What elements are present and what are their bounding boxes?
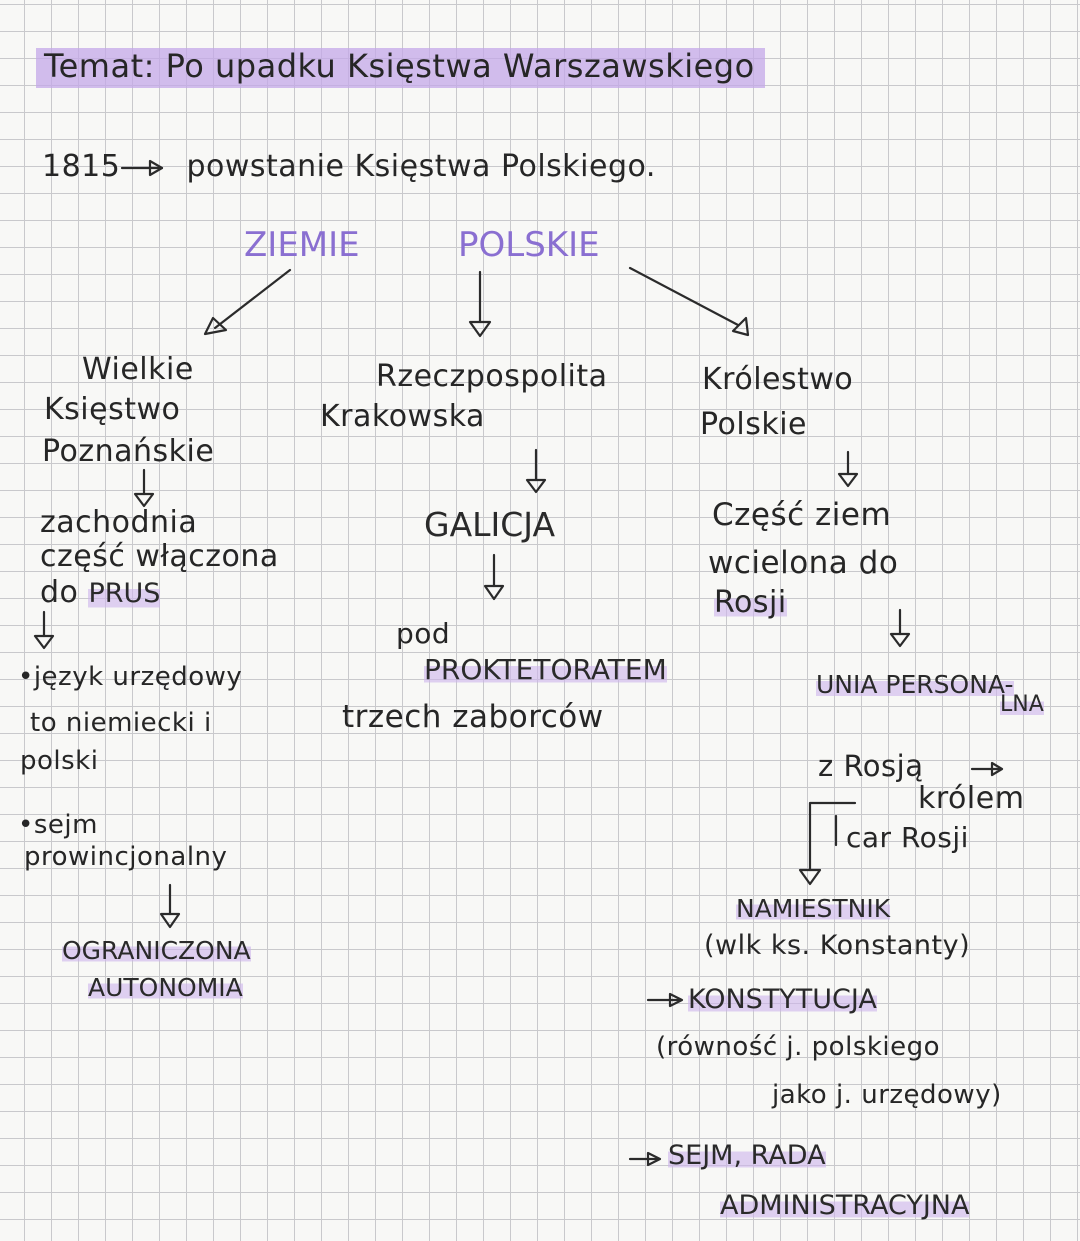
left-head-2: Księstwo <box>44 392 181 427</box>
right-car-rosji: car Rosji <box>846 821 969 854</box>
arrow-to-czesc-ziem <box>837 450 859 488</box>
middle-protektorat: PROKTETORATEM <box>424 653 667 686</box>
right-z-rosja: z Rosją <box>818 749 924 783</box>
right-konstytucja-note-2: jako j. urzędowy) <box>772 1080 1002 1110</box>
right-head-1: Królestwo <box>702 362 854 397</box>
middle-zaborcow: trzech zaborców <box>342 699 604 735</box>
middle-pod: pod <box>396 617 451 650</box>
left-point2-2: prowincjonalny <box>24 842 228 872</box>
title-text: Po upadku Księstwa Warszawskiego <box>165 47 755 85</box>
left-result-2: AUTONOMIA <box>88 973 243 1002</box>
right-konstytucja: KONSTYTUCJA <box>688 984 877 1015</box>
right-head-2: Polskie <box>700 407 808 442</box>
left-detail-2: część włączona <box>40 539 279 574</box>
left-head-3: Poznańskie <box>42 434 215 469</box>
left-result-1: OGRANICZONA <box>62 936 251 965</box>
right-krolem: królem <box>918 781 1025 816</box>
arrow-to-jezyk <box>33 610 55 650</box>
arrow-to-protektorat <box>483 553 505 601</box>
arrow-to-autonomia <box>159 883 181 929</box>
arrow-to-krolem <box>970 761 1004 777</box>
title-prefix: Temat: <box>44 47 155 85</box>
right-namiestnik-note: (wlk ks. Konstanty) <box>704 930 971 961</box>
right-namiestnik: NAMIESTNIK <box>736 894 891 923</box>
right-sejm-1: SEJM, RADA <box>668 1140 826 1171</box>
arrow-to-unia <box>889 608 911 648</box>
intro-year: 1815 <box>42 149 121 184</box>
arrow-to-wielkie <box>203 268 292 336</box>
right-detail-1: Część ziem <box>712 497 892 533</box>
arrow-to-krolestwo <box>628 266 750 337</box>
center-word-polskie: POLSKIE <box>458 225 600 265</box>
left-detail-1: zachodnia <box>40 505 198 540</box>
right-rosji: Rosji <box>714 585 787 620</box>
arrow-1815 <box>120 159 164 177</box>
arrow-konstytucja <box>646 992 684 1008</box>
arrow-to-zachodnia <box>133 468 155 508</box>
right-konstytucja-note-1: (równość j. polskiego <box>656 1032 941 1062</box>
right-unia-2: LNA <box>1000 692 1044 717</box>
left-point2-1: •sejm <box>18 810 98 840</box>
page-title: Temat: Po upadku Księstwa Warszawskiego <box>36 42 765 92</box>
arrow-to-rzeczpospolita <box>468 270 492 338</box>
left-head-1: Wielkie <box>82 352 194 387</box>
left-to: do <box>40 575 79 610</box>
right-unia-1: UNIA PERSONA- <box>816 670 1014 699</box>
arrow-to-galicja <box>525 448 547 494</box>
right-sejm-2: ADMINISTRACYJNA <box>720 1190 970 1221</box>
left-point1-1: •język urzędowy <box>18 662 243 692</box>
middle-head-2: Krakowska <box>320 399 485 434</box>
center-word-ziemie: ZIEMIE <box>244 225 360 265</box>
intro-text: powstanie Księstwa Polskiego. <box>186 149 656 184</box>
right-detail-2: wcielona do <box>708 545 899 581</box>
arrow-sejm <box>628 1151 662 1167</box>
middle-head-1: Rzeczpospolita <box>376 359 608 394</box>
arrow-to-namiestnik <box>798 801 857 886</box>
intro-line: 1815 powstanie Księstwa Polskiego. <box>42 152 656 182</box>
left-point1-3: polski <box>20 746 99 776</box>
left-to-line: do PRUS <box>40 575 161 610</box>
middle-galicja: GALICJA <box>424 505 556 544</box>
left-point1-2: to niemiecki i <box>30 708 212 738</box>
left-to-country: PRUS <box>88 578 161 609</box>
